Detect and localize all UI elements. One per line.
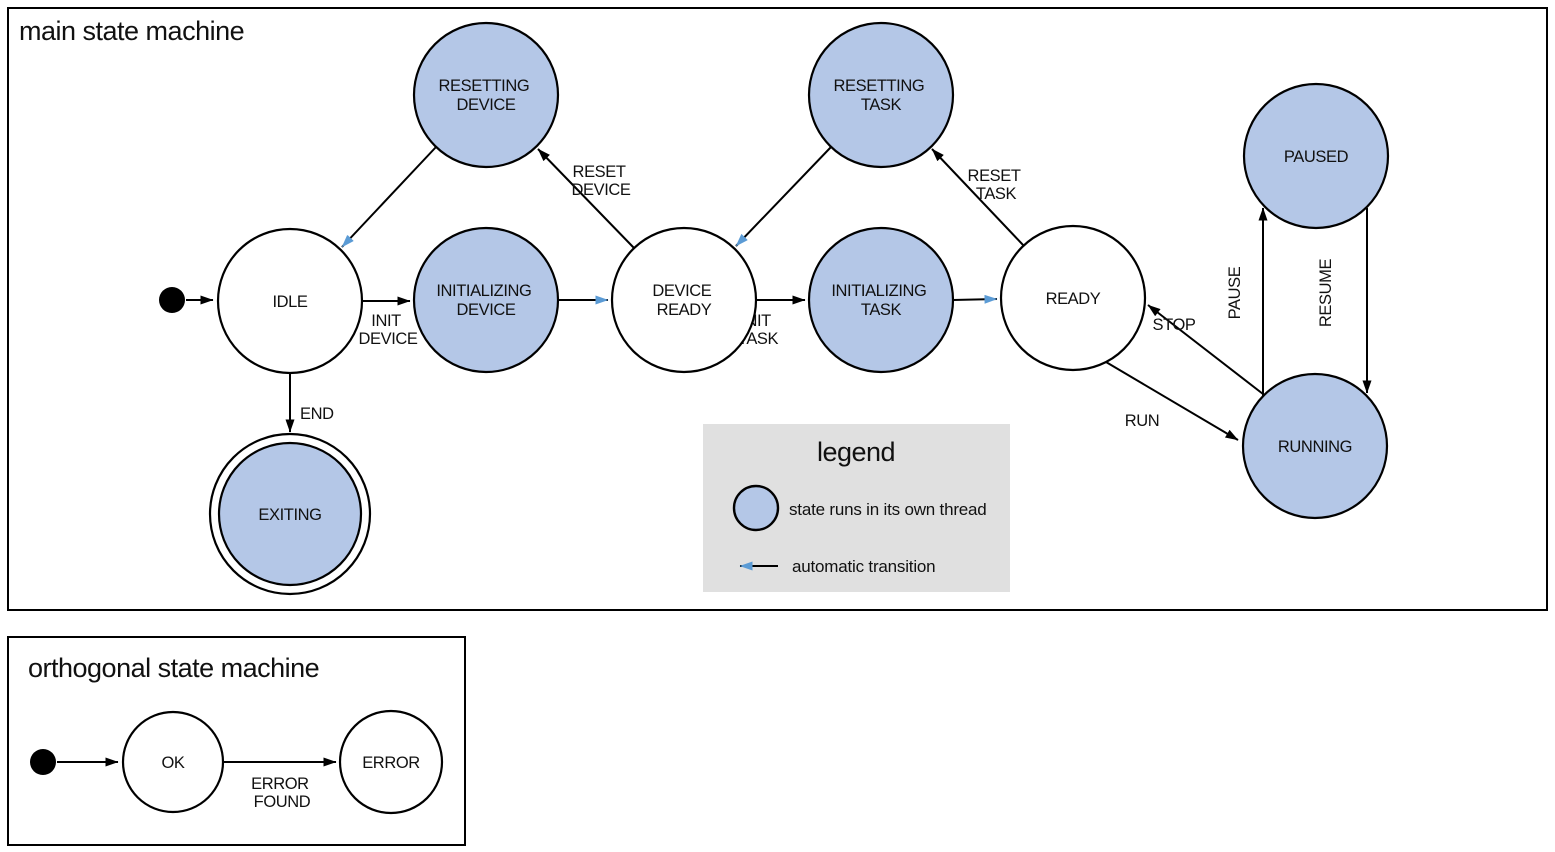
state-circle <box>1241 372 1389 520</box>
state-label: ERROR <box>362 754 420 772</box>
legend-item-threaded-state: state runs in its own thread <box>732 484 987 532</box>
transition-label: INIT DEVICE <box>358 312 417 348</box>
transition-arrow <box>1105 361 1239 441</box>
transition-label: PAUSE <box>1226 266 1244 319</box>
state-circle <box>338 709 444 815</box>
transition-resume: RESUME <box>1317 208 1372 394</box>
state-device-ready: DEVICE READY <box>610 226 758 374</box>
legend-item-automatic-transition: automatic transition <box>739 557 936 576</box>
state-paused: PAUSED <box>1242 82 1390 230</box>
transition-label: RESET TASK <box>968 167 1025 203</box>
state-label: INITIALIZING TASK <box>831 282 930 319</box>
state-idle: IDLE <box>216 227 364 375</box>
state-resetting-task: RESETTING TASK <box>807 21 955 169</box>
state-ok: OK <box>121 710 225 814</box>
state-circle <box>412 226 560 374</box>
transition-label: RESET DEVICE <box>571 163 630 199</box>
legend-box: legend state runs in its own thread auto… <box>703 424 1010 592</box>
transition-error-found: ERROR FOUND <box>223 757 337 811</box>
state-running: RUNNING <box>1241 372 1389 520</box>
state-error: ERROR <box>338 709 444 815</box>
state-circle <box>999 224 1147 372</box>
state-label: PAUSED <box>1284 148 1349 166</box>
transition-auto-initializing-task-to-ready <box>952 294 998 304</box>
transition-label: ERROR FOUND <box>251 775 313 811</box>
state-circle <box>807 21 955 169</box>
state-label: READY <box>1046 290 1101 308</box>
transition-init-device: INIT DEVICE <box>358 296 418 348</box>
transition-stop: STOP <box>1147 304 1264 395</box>
state-circle <box>610 226 758 374</box>
main-panel-title: main state machine <box>19 16 244 46</box>
automatic-transition-arrow <box>341 146 437 248</box>
state-label: RUNNING <box>1278 438 1352 456</box>
state-label: OK <box>161 754 184 772</box>
transition-reset-task: RESET TASK <box>931 148 1025 247</box>
state-label: EXITING <box>258 506 321 524</box>
transition-label: END <box>300 405 334 423</box>
transition-arrow <box>931 148 1025 247</box>
automatic-transition-arrow <box>735 146 832 247</box>
transition-label: STOP <box>1152 316 1195 334</box>
transition-arrow <box>1147 304 1264 395</box>
state-label: RESETTING TASK <box>833 77 928 114</box>
state-circle <box>121 710 225 814</box>
transition-reset-device: RESET DEVICE <box>537 148 635 249</box>
state-initializing-task: INITIALIZING TASK <box>807 226 955 374</box>
state-circle <box>412 21 560 169</box>
transition-pause: PAUSE <box>1226 207 1268 396</box>
state-ready: READY <box>999 224 1147 372</box>
transition-label: RESUME <box>1317 259 1335 328</box>
legend-title: legend <box>817 437 895 467</box>
transition-auto-resetting-task-to-device-ready <box>735 146 832 247</box>
automatic-transition-arrow <box>952 294 998 304</box>
state-label: RESETTING DEVICE <box>438 77 533 114</box>
initial-state-dot <box>159 287 185 313</box>
main-state-machine-panel: main state machine INIT DEVICE RESET DEV… <box>7 7 1548 611</box>
initial-state-dot <box>30 749 56 775</box>
state-circle <box>1242 82 1390 230</box>
orthogonal-state-machine-panel: orthogonal state machine ERROR FOUND OK … <box>7 636 466 846</box>
threaded-state-sample-icon <box>732 484 780 532</box>
state-initializing-device: INITIALIZING DEVICE <box>412 226 560 374</box>
state-resetting-device: RESETTING DEVICE <box>412 21 560 169</box>
state-circle <box>216 227 364 375</box>
legend-item-label: automatic transition <box>792 557 935 576</box>
state-label: DEVICE READY <box>652 282 715 319</box>
legend-item-label: state runs in its own thread <box>789 500 987 519</box>
transition-run: RUN <box>1105 361 1239 441</box>
state-circle <box>807 226 955 374</box>
orthogonal-panel-title: orthogonal state machine <box>28 653 319 683</box>
transition-end: END <box>285 374 335 433</box>
state-exiting-final: EXITING <box>208 432 372 596</box>
state-circle <box>217 441 363 587</box>
state-label: IDLE <box>272 293 307 311</box>
transition-auto-resetting-device-to-idle <box>341 146 437 248</box>
state-label: INITIALIZING DEVICE <box>436 282 535 319</box>
transition-arrow <box>537 148 635 249</box>
transition-label: RUN <box>1125 412 1160 430</box>
